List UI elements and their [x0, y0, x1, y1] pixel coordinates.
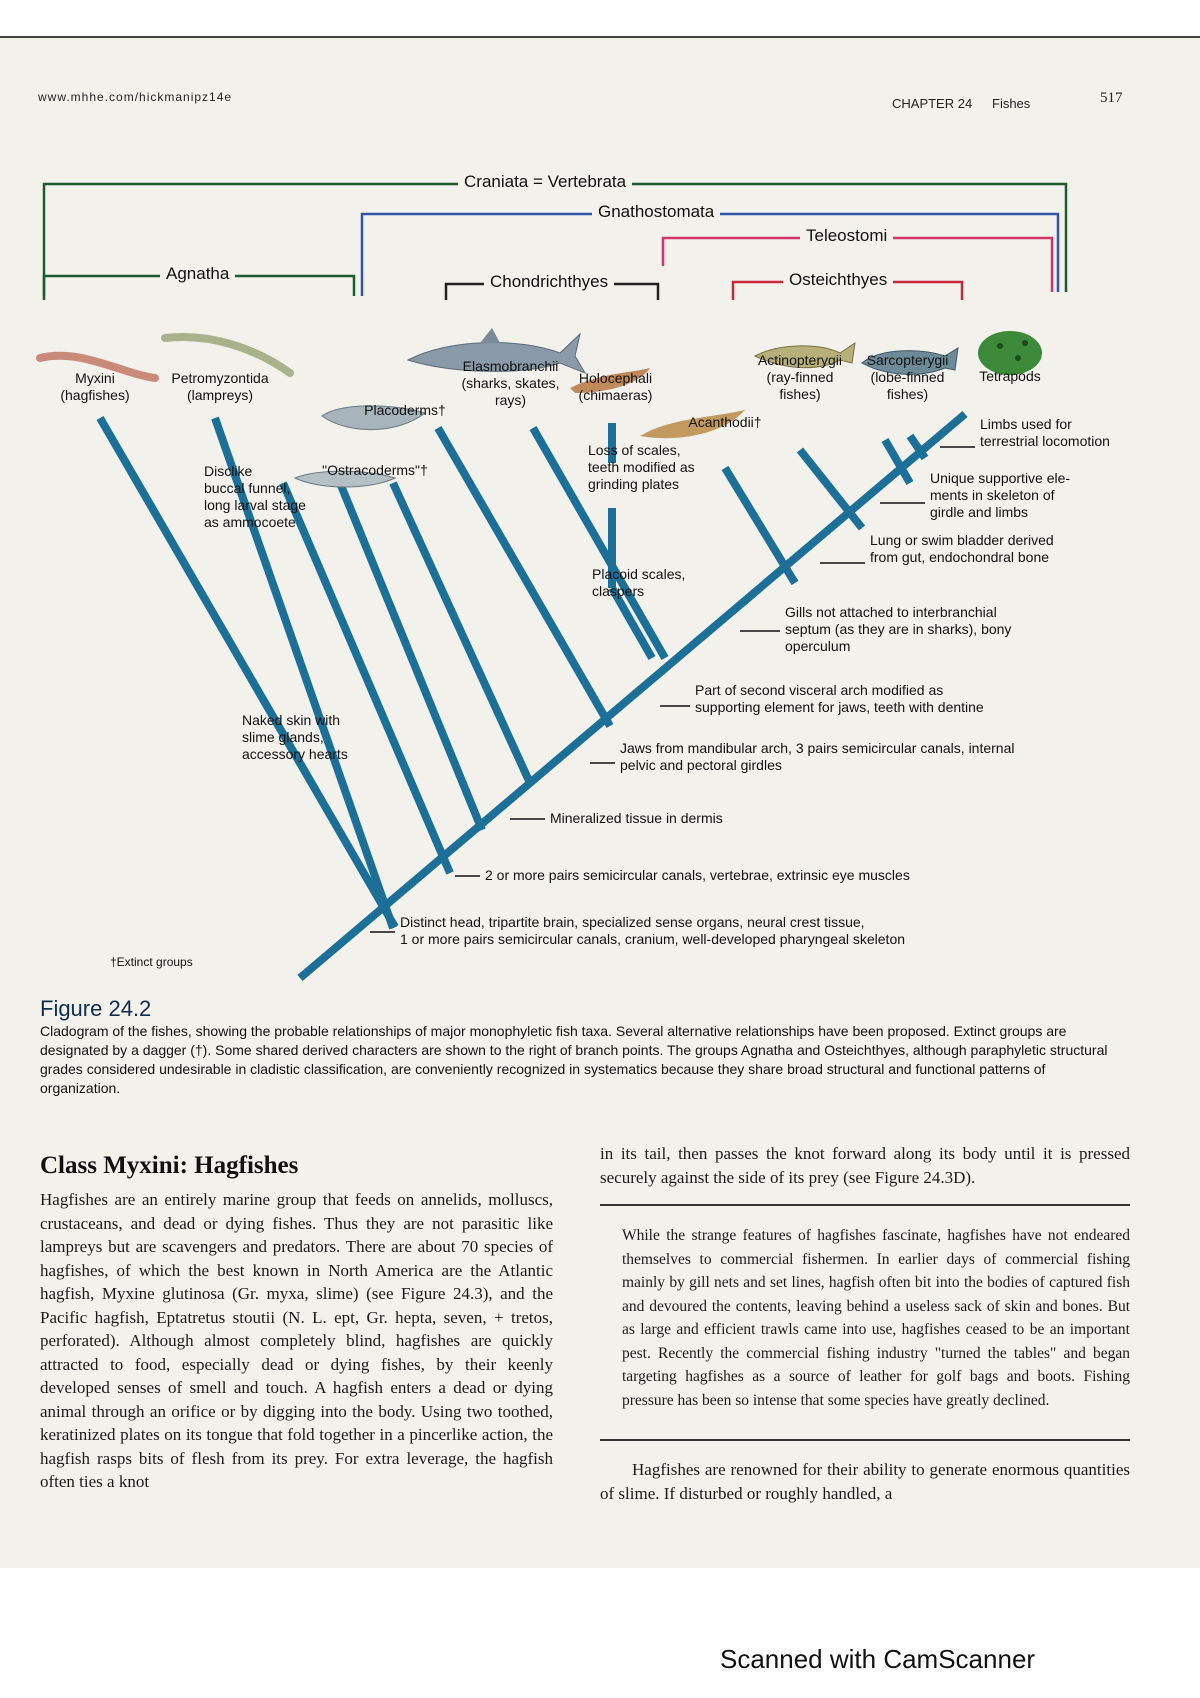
char-naked-skin: Naked skin with slime glands, accessory … [242, 712, 348, 762]
taxon-petromyzontida: Petromyzontida (lampreys) [171, 370, 269, 403]
group-agnatha: Agnatha [160, 264, 236, 284]
taxon-actinopterygii: Actinopterygii (ray-finned fishes) [757, 352, 843, 402]
taxon-tetrapods: Tetrapods [979, 368, 1041, 384]
box-top-rule [600, 1204, 1130, 1206]
scanner-watermark: Scanned with CamScanner [720, 1644, 1036, 1674]
placoderm-illustration [321, 405, 427, 431]
char-loss-scales: Loss of scales, teeth modified as grindi… [588, 442, 695, 492]
char-lung: Lung or swim bladder derived from gut, e… [870, 532, 1054, 565]
header-chapter: CHAPTER 24 [892, 96, 973, 111]
char-limbs: Limbs used for terrestrial locomotion [980, 416, 1110, 449]
character-leaders [370, 446, 975, 933]
ostracoderm-illustration [293, 470, 397, 488]
taxon-myxini: Myxini (hagfishes) [60, 370, 130, 403]
book-page: www.mhhe.com/hickmanipz14e CHAPTER 24 Fi… [0, 36, 1200, 1568]
frog-illustration [978, 331, 1042, 375]
shark-illustration [406, 328, 587, 375]
taxon-ostracoderms: "Ostracoderms"† [322, 462, 428, 478]
group-teleostomi: Teleostomi [800, 226, 894, 246]
char-placoid: Placoid scales, claspers [592, 566, 686, 599]
sidebar-box-text: While the strange features of hagfishes … [622, 1227, 1130, 1409]
page-number: 517 [1100, 90, 1123, 106]
header-chapter-title: Fishes [992, 96, 1031, 111]
char-visceral: Part of second visceral arch modified as… [695, 682, 984, 715]
char-supportive: Unique supportive ele- ments in skeleton… [930, 470, 1071, 520]
right-column-bottom-text: Hagfishes are renowned for their ability… [600, 1460, 1130, 1503]
taxon-sarcopterygii: Sarcopterygii (lobe-finned fishes) [866, 352, 949, 402]
char-two-pairs: 2 or more pairs semicircular canals, ver… [485, 867, 910, 883]
hagfish-illustration [36, 351, 159, 382]
cladogram-branches [96, 410, 968, 982]
taxon-holocephali: Holocephali (chimaeras) [578, 370, 653, 403]
header-url: www.mhhe.com/hickmanipz14e [38, 90, 233, 104]
group-craniata: Craniata = Vertebrata [458, 172, 633, 192]
char-mineralized: Mineralized tissue in dermis [550, 810, 723, 826]
taxon-acanthodii: Acanthodii† [688, 414, 762, 430]
figure-title: Figure 24.2 [40, 996, 152, 1021]
lobefinned-fish-illustration [861, 347, 959, 375]
lamprey-illustration [161, 333, 294, 377]
taxon-placoderms: Placoderms† [364, 402, 446, 418]
taxon-elasmobranchii: Elasmobranchii (sharks, skates, rays) [461, 358, 560, 408]
group-gnathostomata: Gnathostomata [592, 202, 721, 222]
left-column-text: Hagfishes are an entirely marine group t… [40, 1190, 553, 1491]
figure-caption: Cladogram of the fishes, showing the pro… [40, 1023, 1108, 1096]
chimaera-illustration [570, 368, 650, 393]
group-osteichthyes: Osteichthyes [783, 270, 894, 290]
char-jaws: Jaws from mandibular arch, 3 pairs semic… [620, 740, 1015, 773]
group-chondrichthyes: Chondrichthyes [484, 272, 615, 292]
right-column-top-text: in its tail, then passes the knot forwar… [600, 1144, 1130, 1187]
cladogram-diagram [36, 182, 1068, 982]
rayfinned-fish-illustration [753, 341, 856, 369]
box-bottom-rule [600, 1439, 1130, 1441]
char-gills: Gills not attached to interbranchial sep… [785, 604, 1012, 654]
char-disclike: Disclike buccal funnel, long larval stag… [204, 463, 306, 530]
char-distinct-head: Distinct head, tripartite brain, special… [400, 914, 906, 947]
extinct-note: †Extinct groups [110, 955, 193, 969]
acanthodian-illustration [640, 410, 745, 439]
section-heading: Class Myxini: Hagfishes [40, 1152, 299, 1179]
